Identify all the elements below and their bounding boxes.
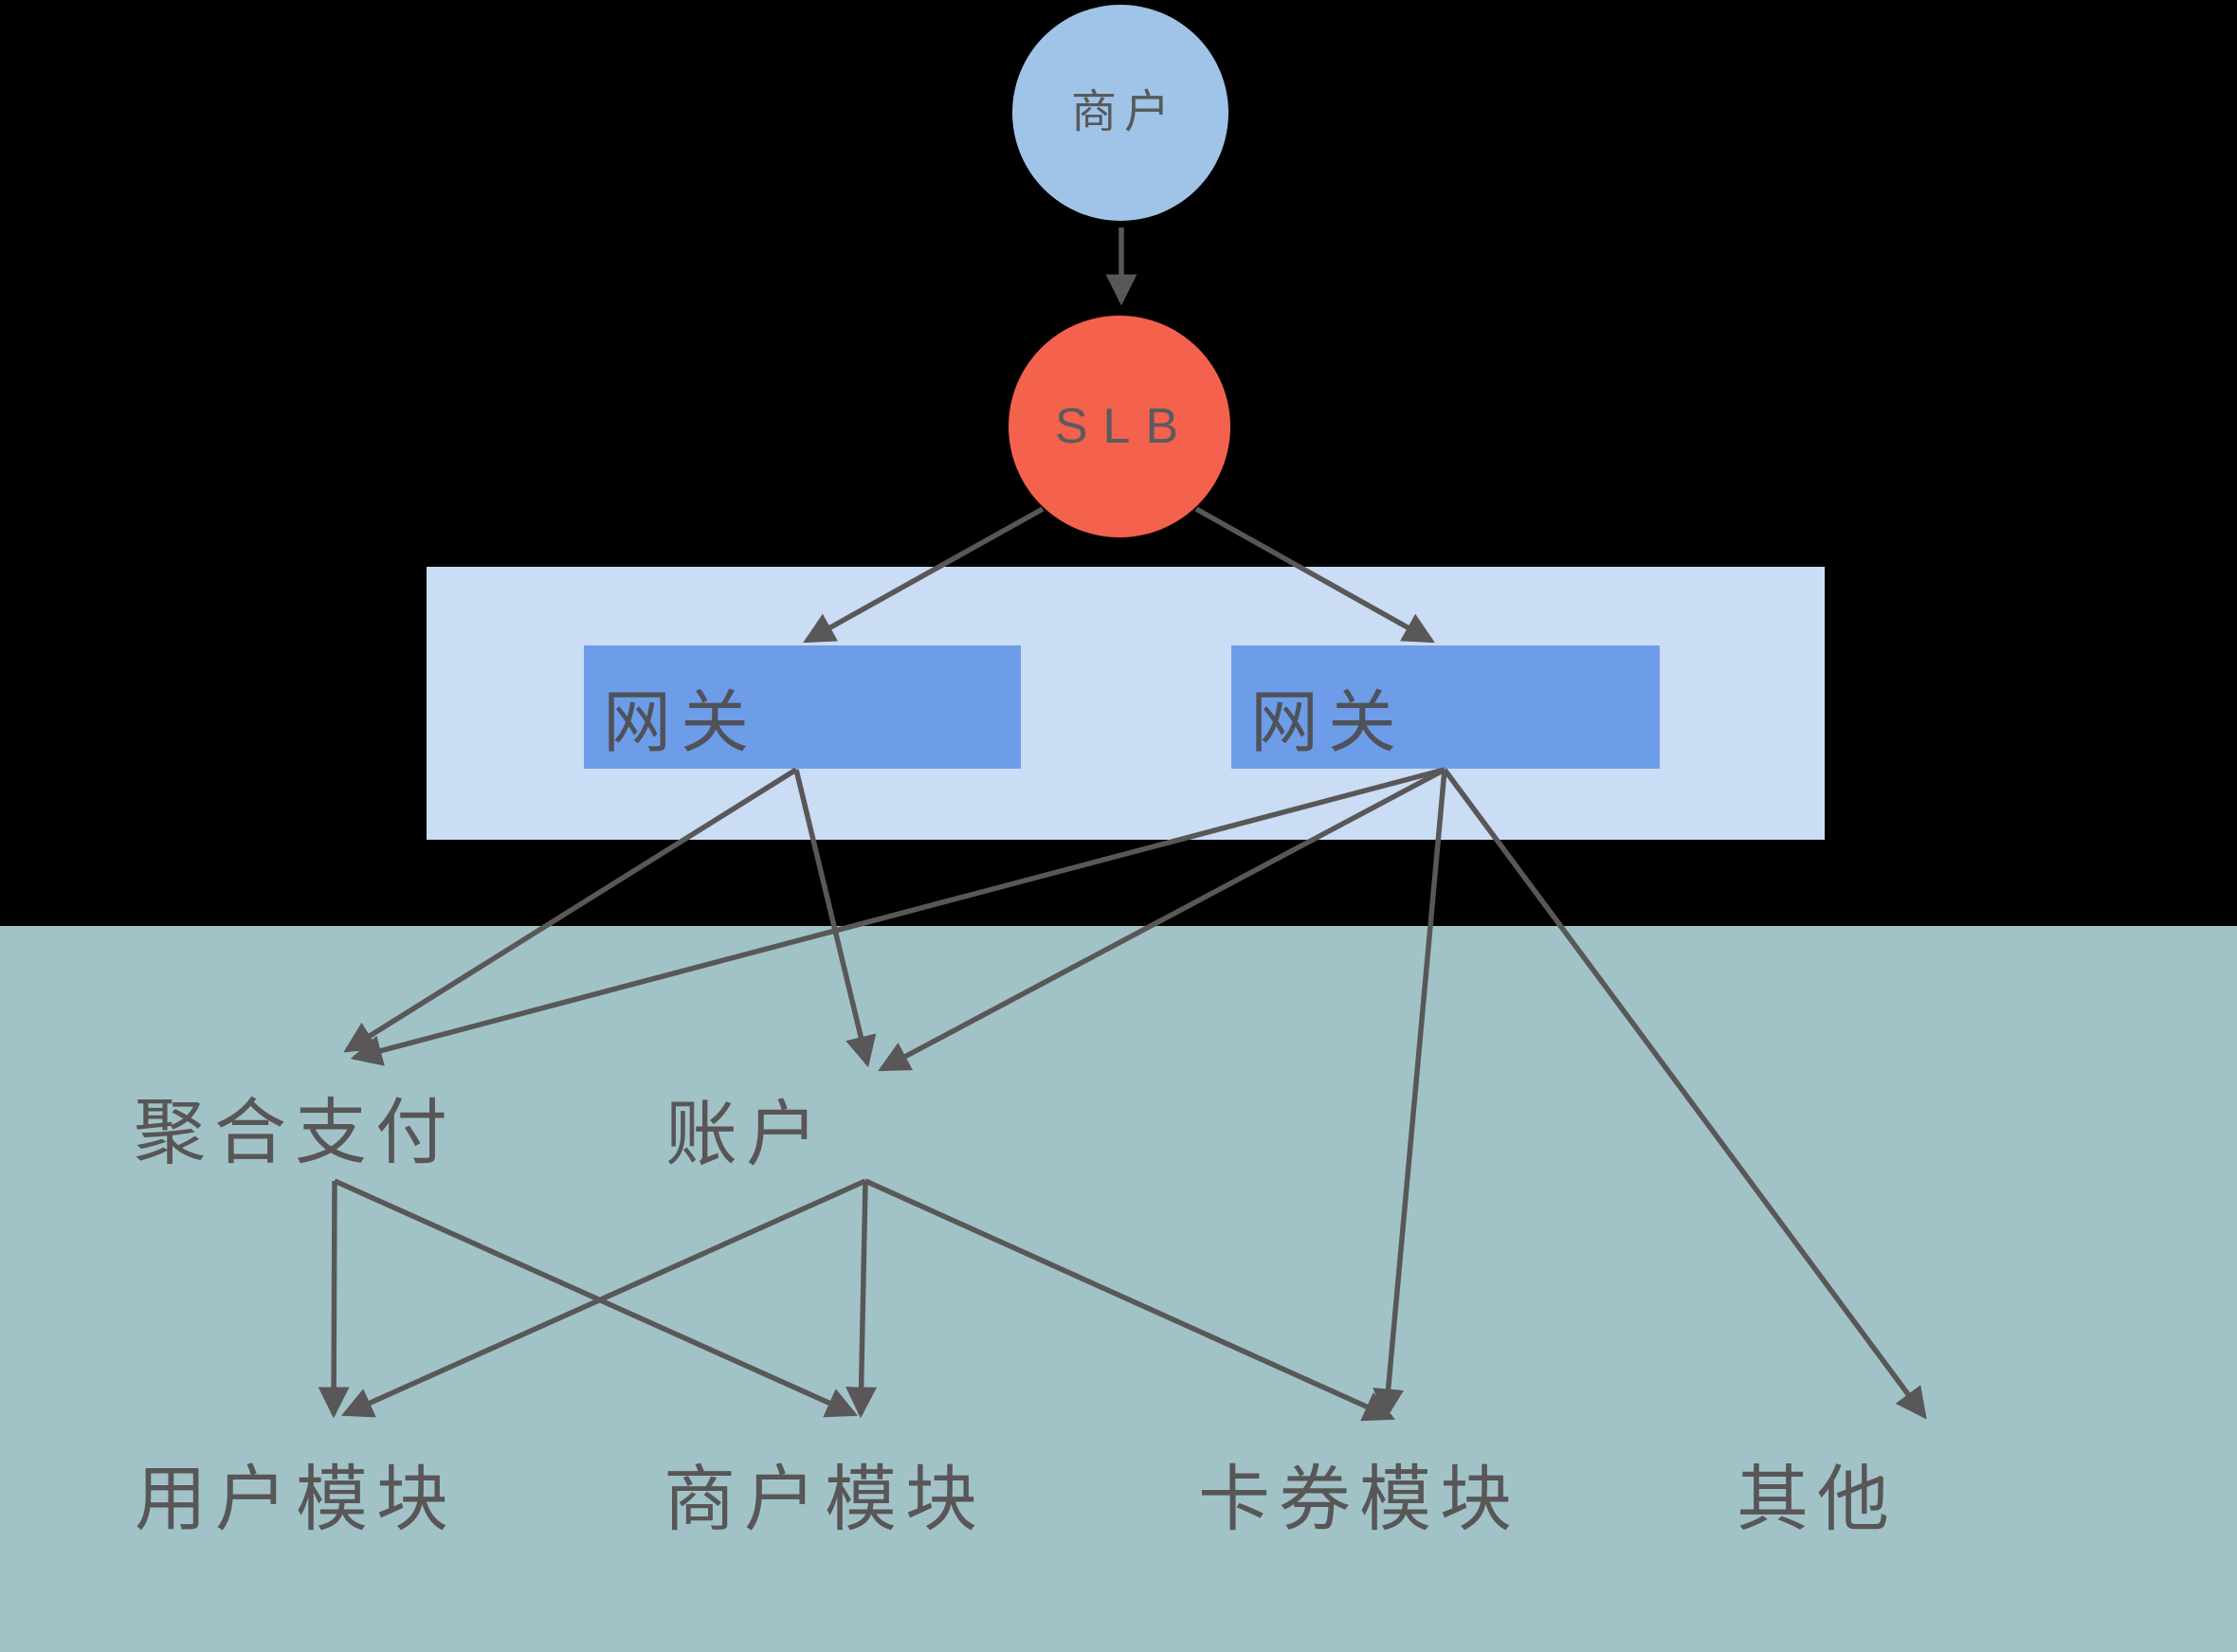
teal-background-band: [0, 926, 2237, 1652]
node-gateway-1: 网关: [584, 645, 1021, 769]
node-other: 其他: [1737, 1460, 1898, 1540]
node-account: 账户: [665, 1095, 827, 1175]
merchant-label: 商户: [1070, 87, 1177, 137]
node-aggregate-payment: 聚合支付: [134, 1093, 456, 1173]
node-merchant-module: 商户模块: [664, 1460, 986, 1540]
gateway-1-label: 网关: [603, 685, 759, 761]
node-slb: SLB: [1009, 316, 1230, 537]
node-user-module: 用户模块: [135, 1460, 457, 1540]
node-gateway-2: 网关: [1231, 645, 1660, 769]
gateway-2-label: 网关: [1250, 685, 1407, 761]
slb-label: SLB: [1054, 399, 1194, 454]
node-card-coupon-module: 卡券模块: [1198, 1460, 1520, 1540]
node-merchant: 商户: [1012, 5, 1228, 221]
